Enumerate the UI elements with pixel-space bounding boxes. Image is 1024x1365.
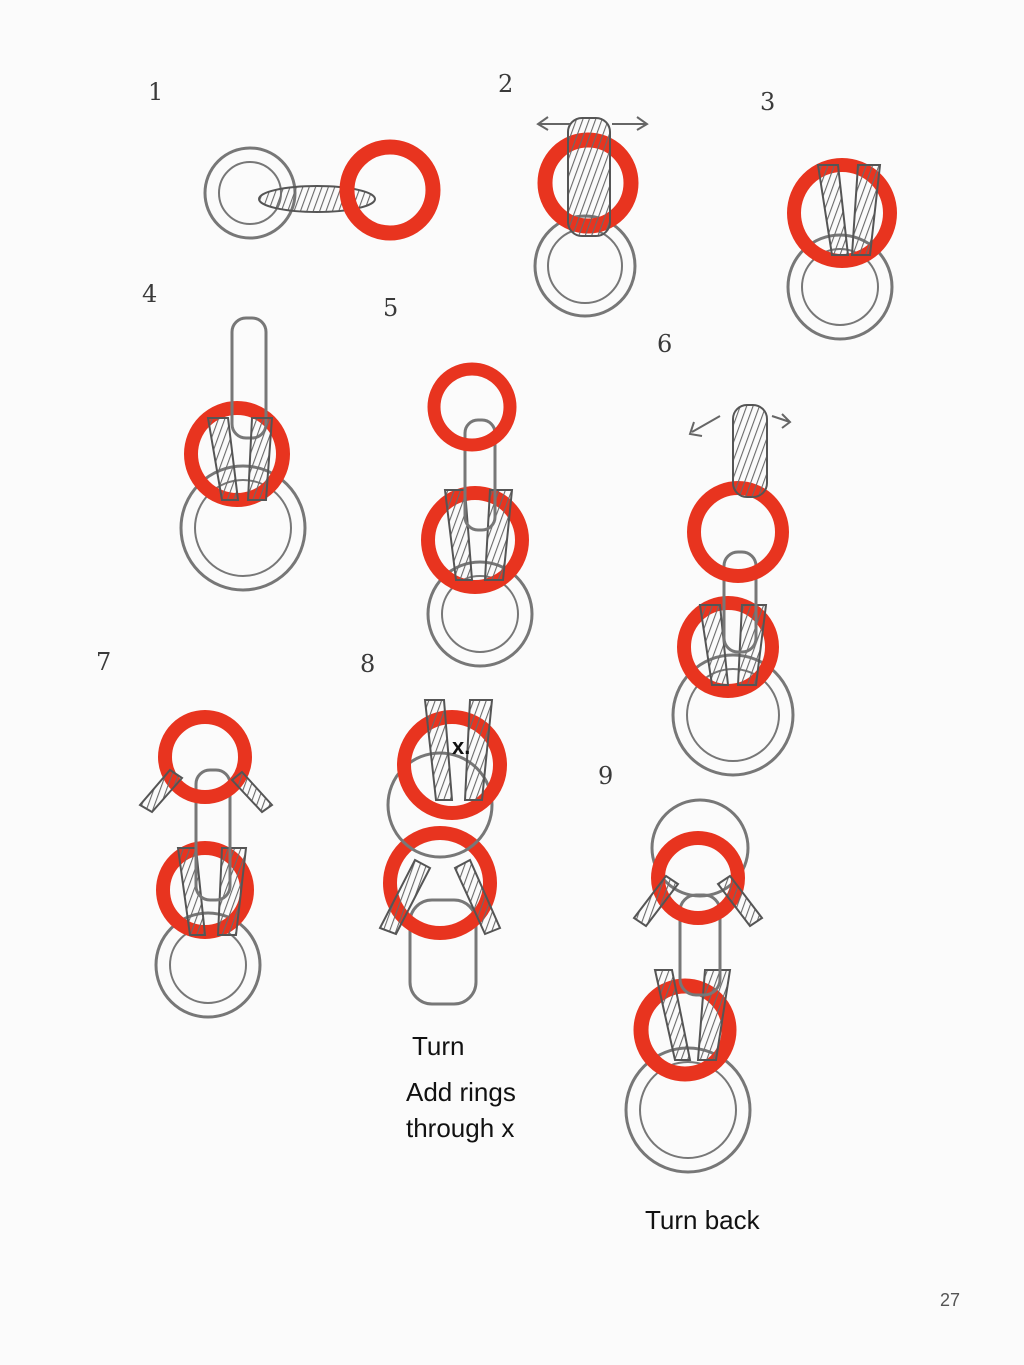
grey-ring [733,405,767,497]
grey-ring [568,118,610,236]
step-number: 1 [148,78,163,106]
x-mark: x. [452,734,470,760]
red-ring [434,369,510,445]
step-6-diagram [673,405,793,775]
grey-ring [178,848,246,935]
step-2-diagram [535,117,647,316]
step-number: 7 [96,648,111,676]
step-number: 5 [383,294,398,322]
white-ring [548,229,622,303]
add-rings-caption: Add rings through x [406,1074,516,1146]
step-4-diagram [181,318,305,590]
grey-ring [818,165,880,255]
page-number: 27 [940,1290,960,1311]
step-number: 4 [142,280,157,308]
turn-caption: Turn [412,1028,465,1064]
step-number: 9 [598,762,613,790]
step-9-diagram [626,800,762,1172]
step-1-diagram [205,147,433,238]
step-number: 2 [498,70,513,98]
white-ring-vertical [410,900,476,1004]
step-number: 8 [360,650,375,678]
step-number: 3 [760,88,775,116]
red-ring [694,488,782,576]
step-8-diagram [380,700,500,1004]
step-7-diagram [140,717,272,1017]
step-5-diagram [428,369,532,666]
turn-back-caption: Turn back [645,1202,760,1238]
step-3-diagram [788,165,892,339]
step-number: 6 [657,330,672,358]
grey-ring [445,490,512,580]
